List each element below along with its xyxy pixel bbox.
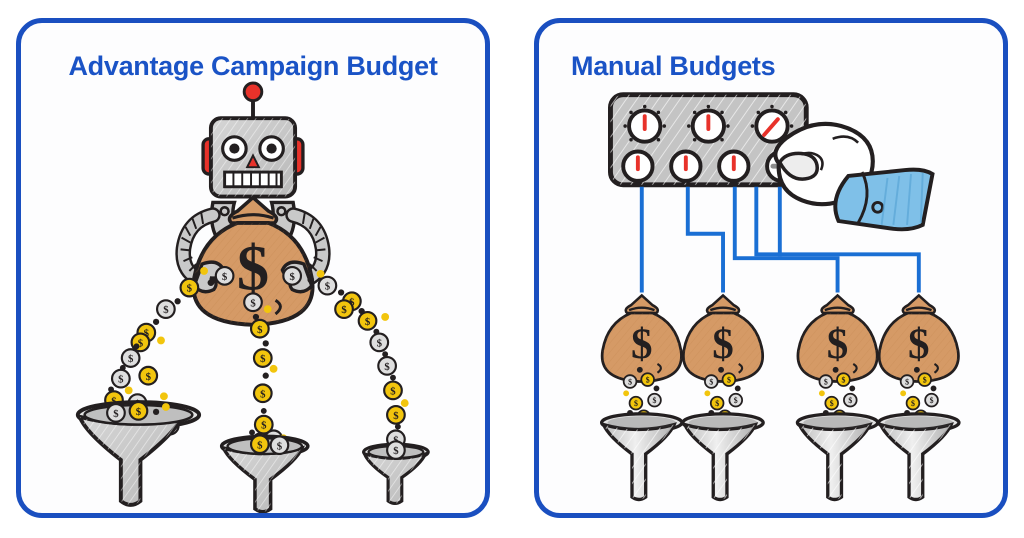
knob-bottom-3[interactable] <box>717 149 751 183</box>
hand-thumb <box>777 151 820 181</box>
panel-title-manual: Manual Budgets <box>571 51 776 81</box>
budget-column-1 <box>599 294 684 502</box>
knob-bottom-2[interactable] <box>669 149 703 183</box>
coin-stream-right <box>282 265 409 450</box>
budget-column-3 <box>795 294 880 502</box>
advantage-campaign-illustration: $ $ <box>75 81 430 513</box>
wire-3 <box>732 186 840 293</box>
wire-2 <box>685 186 725 293</box>
funnel-center <box>219 434 310 513</box>
robot-nose <box>245 153 261 169</box>
budget-column-4 <box>877 294 961 502</box>
robot-mouth <box>223 170 283 189</box>
money-bag-main: $ <box>191 195 315 327</box>
robot-antenna-ball <box>242 81 264 103</box>
panel-advantage-campaign-budget: Advantage Campaign Budget $ $ <box>16 18 490 518</box>
knob-top-3[interactable] <box>750 104 794 144</box>
knob-bottom-1[interactable] <box>621 149 655 183</box>
knob-top-2[interactable] <box>687 104 730 144</box>
sleeve-cuff-button <box>871 200 885 214</box>
funnel-right <box>361 440 430 505</box>
funnel-left <box>75 400 202 507</box>
panel-title-advantage: Advantage Campaign Budget <box>68 51 438 81</box>
hand-turning-knob <box>773 121 935 232</box>
manual-budgets-illustration: $ $ $ <box>599 92 961 502</box>
budget-column-2 <box>681 294 765 502</box>
knob-top-1[interactable] <box>623 104 667 144</box>
money-bag-dollar-sign: $ <box>237 232 269 304</box>
robot-figure: $ <box>175 81 331 327</box>
coin-stream-left <box>104 265 235 436</box>
control-panel <box>608 92 809 188</box>
wire-4 <box>754 186 921 293</box>
wire-group <box>639 186 921 293</box>
panel-manual-budgets: Manual Budgets $ $ <box>534 18 1008 518</box>
